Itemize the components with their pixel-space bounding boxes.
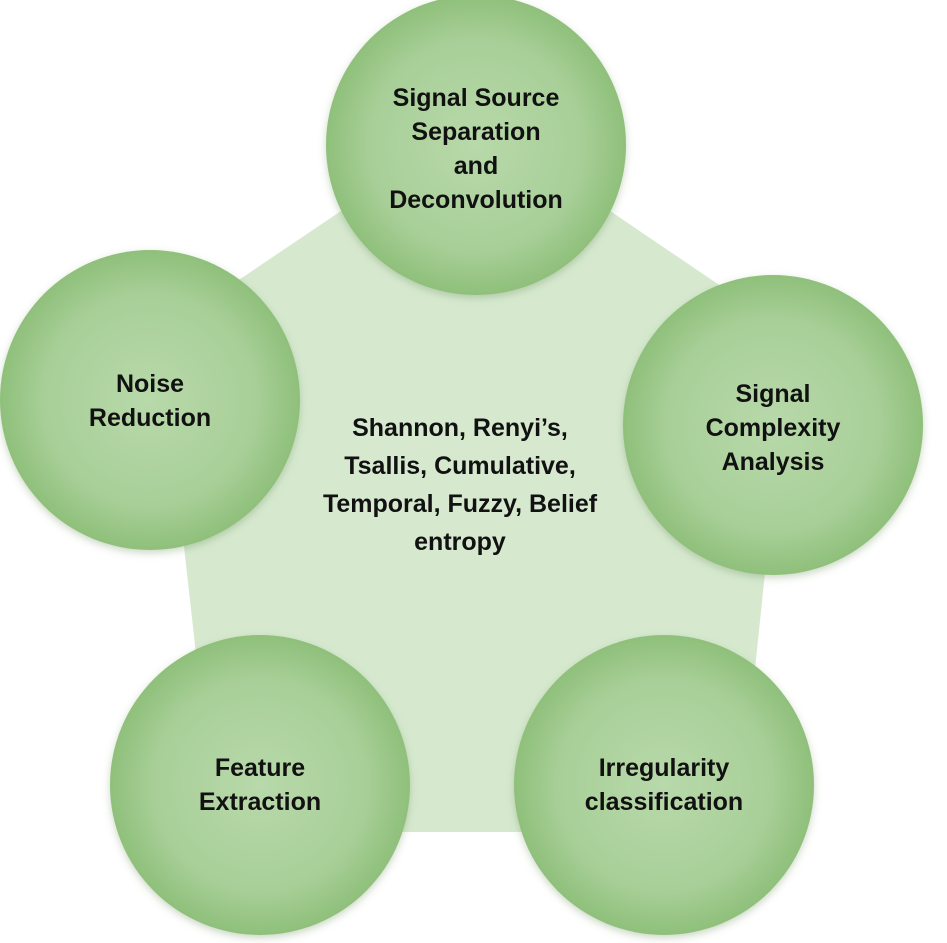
node-circle: [326, 0, 626, 295]
node-line: Signal Source: [393, 84, 560, 112]
node-line: Separation: [411, 118, 540, 146]
center-line: Tsallis, Cumulative,: [344, 452, 576, 480]
node-noise-reduction: Noise Reduction: [0, 250, 300, 550]
center-line: Temporal, Fuzzy, Belief: [323, 490, 598, 518]
node-line: Noise: [116, 370, 184, 398]
node-line: Extraction: [199, 788, 321, 816]
node-circle: [0, 250, 300, 550]
node-feature-extraction: Feature Extraction: [110, 635, 410, 935]
node-line: Signal: [735, 380, 810, 408]
node-line: Complexity: [706, 414, 841, 442]
node-line: Feature: [215, 754, 305, 782]
node-signal-source-separation: Signal Source Separation and Deconvoluti…: [326, 0, 626, 295]
node-line: Reduction: [89, 404, 211, 432]
center-text: Shannon, Renyi’s, Tsallis, Cumulative, T…: [323, 414, 598, 556]
node-line: Irregularity: [599, 754, 730, 782]
node-circle: [514, 635, 814, 935]
node-signal-complexity-analysis: Signal Complexity Analysis: [623, 275, 923, 575]
node-irregularity-classification: Irregularity classification: [514, 635, 814, 935]
node-line: and: [454, 152, 498, 180]
center-line: entropy: [414, 528, 506, 556]
node-circle: [110, 635, 410, 935]
center-line: Shannon, Renyi’s,: [352, 414, 568, 442]
node-circle: [623, 275, 923, 575]
node-line: Deconvolution: [389, 186, 563, 214]
node-line: Analysis: [722, 448, 825, 476]
node-line: classification: [585, 788, 743, 816]
